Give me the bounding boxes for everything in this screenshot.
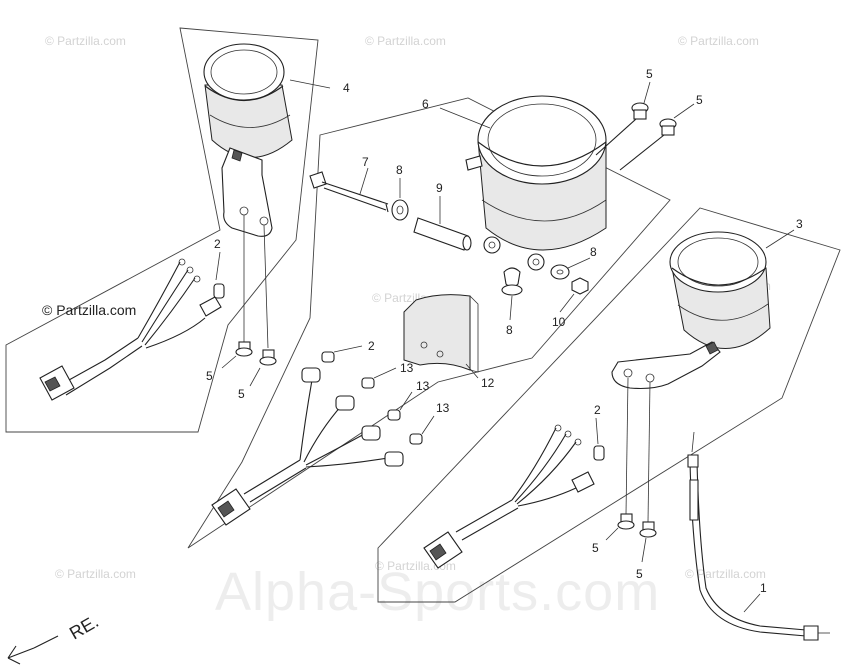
callout-5: 5 bbox=[636, 567, 643, 581]
bolt-7 bbox=[309, 171, 389, 213]
callout-5: 5 bbox=[696, 93, 703, 107]
collar-9 bbox=[413, 217, 472, 251]
partzilla-credit-label: © Partzilla.com bbox=[42, 302, 136, 318]
bush-8 bbox=[550, 264, 570, 280]
callout-7: 7 bbox=[362, 155, 369, 169]
partzilla-watermark: © Partzilla.com bbox=[365, 34, 446, 48]
callout-5: 5 bbox=[646, 67, 653, 81]
callout-8: 8 bbox=[396, 163, 403, 177]
wire-harness bbox=[211, 351, 423, 526]
gauge-3 bbox=[611, 231, 771, 390]
nut-10 bbox=[571, 277, 589, 295]
callout-2: 2 bbox=[214, 237, 221, 251]
screw-5 bbox=[595, 102, 677, 171]
callout-9: 9 bbox=[436, 181, 443, 195]
gauge-4 bbox=[203, 43, 293, 237]
partzilla-watermark: © Partzilla.com bbox=[55, 567, 136, 581]
gauge-6 bbox=[465, 95, 607, 271]
alpha-sports-watermark: Alpha-Sports.com bbox=[215, 562, 660, 622]
callout-13: 13 bbox=[436, 401, 450, 415]
callout-8: 8 bbox=[506, 323, 513, 337]
wire-harness bbox=[39, 258, 225, 401]
direction-arrow-icon bbox=[7, 635, 59, 665]
callout-5: 5 bbox=[592, 541, 599, 555]
left-group-panel bbox=[5, 27, 319, 433]
bush-8 bbox=[391, 199, 409, 221]
callout-2: 2 bbox=[368, 339, 375, 353]
bracket-12 bbox=[403, 294, 479, 373]
direction-label: RE. bbox=[66, 611, 102, 643]
callout-4: 4 bbox=[343, 81, 350, 95]
callout-6: 6 bbox=[422, 97, 429, 111]
callout-13: 13 bbox=[416, 379, 430, 393]
callout-3: 3 bbox=[796, 217, 803, 231]
partzilla-watermark: © Partzilla.com bbox=[678, 34, 759, 48]
callout-10: 10 bbox=[552, 315, 566, 329]
right-group-panel bbox=[377, 207, 841, 603]
bush-8 bbox=[501, 267, 523, 296]
callout-12: 12 bbox=[481, 376, 495, 390]
callout-2: 2 bbox=[594, 403, 601, 417]
callout-8: 8 bbox=[590, 245, 597, 259]
screw-5 bbox=[617, 377, 657, 538]
partzilla-watermark: © Partzilla.com bbox=[685, 567, 766, 581]
screw-5 bbox=[235, 215, 277, 366]
partzilla-watermark: © Partzilla.com bbox=[45, 34, 126, 48]
wire-harness bbox=[423, 424, 605, 569]
callout-5: 5 bbox=[238, 387, 245, 401]
speedometer-cable-1 bbox=[687, 431, 830, 641]
callout-5: 5 bbox=[206, 369, 213, 383]
callout-13: 13 bbox=[400, 361, 414, 375]
callout-1: 1 bbox=[760, 581, 767, 595]
